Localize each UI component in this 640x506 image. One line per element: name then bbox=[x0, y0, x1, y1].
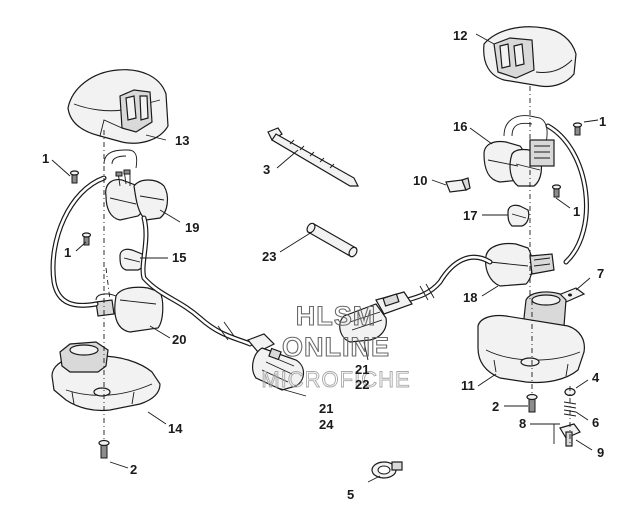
clamp-5 bbox=[371, 461, 403, 479]
switch-assembly-left-lower bbox=[95, 286, 164, 333]
callout-20: 20 bbox=[172, 332, 186, 347]
callout-1: 1 bbox=[42, 151, 49, 166]
callout-6: 6 bbox=[592, 415, 599, 430]
callout-22: 22 bbox=[355, 377, 369, 392]
callout-1: 1 bbox=[573, 204, 580, 219]
callout-15: 15 bbox=[172, 250, 186, 265]
switch-assembly-right-upper bbox=[483, 115, 555, 187]
callout-16: 16 bbox=[453, 119, 467, 134]
block-10 bbox=[445, 177, 471, 193]
leader-lines bbox=[51, 33, 599, 483]
connector-21-22 bbox=[339, 291, 413, 343]
connector-21-24 bbox=[246, 333, 305, 391]
switch-15-left bbox=[119, 248, 145, 271]
screw-2-left bbox=[98, 439, 110, 459]
callout-14: 14 bbox=[168, 421, 183, 436]
centerline-left-2 bbox=[105, 267, 111, 301]
callout-1: 1 bbox=[599, 114, 606, 129]
callout-4: 4 bbox=[592, 370, 600, 385]
callout-2: 2 bbox=[492, 399, 499, 414]
callout-1: 1 bbox=[64, 245, 71, 260]
callout-10: 10 bbox=[413, 173, 427, 188]
callout-9: 9 bbox=[597, 445, 604, 460]
upper-housing-cover-right bbox=[483, 26, 577, 88]
wiring-harness-left bbox=[50, 175, 253, 347]
screw-1-left-a bbox=[69, 170, 80, 184]
screw-1-right-a bbox=[572, 122, 583, 136]
callout-21: 21 bbox=[355, 362, 369, 377]
callout-8: 8 bbox=[519, 416, 526, 431]
watermark-line-2: ONLINE bbox=[282, 332, 390, 362]
callout-3: 3 bbox=[263, 162, 270, 177]
watermark-line-1: HLSM bbox=[296, 301, 377, 331]
switch-assembly-right-lower bbox=[485, 242, 555, 287]
callout-5: 5 bbox=[347, 487, 354, 502]
upper-housing-cover-left bbox=[67, 69, 169, 144]
cable-strap-3 bbox=[267, 127, 359, 187]
watermark-line-3: MICROFICHE bbox=[261, 367, 410, 392]
callout-24: 24 bbox=[319, 417, 334, 432]
switch-17-right bbox=[507, 204, 530, 227]
lower-housing-left bbox=[51, 341, 161, 412]
lower-housing-right bbox=[477, 291, 585, 384]
sleeve-23 bbox=[306, 222, 358, 258]
callout-7: 7 bbox=[597, 266, 604, 281]
callouts: 1 1 1 1 2 2 3 4 5 6 7 8 9 10 11 12 13 14… bbox=[42, 28, 606, 502]
callout-19: 19 bbox=[185, 220, 199, 235]
callout-18: 18 bbox=[463, 290, 477, 305]
callout-13: 13 bbox=[175, 133, 189, 148]
screw-1-left-b bbox=[81, 232, 92, 246]
switch-assembly-left-upper bbox=[103, 149, 169, 221]
callout-23: 23 bbox=[262, 249, 276, 264]
callout-17: 17 bbox=[463, 208, 477, 223]
callout-21: 21 bbox=[319, 401, 333, 416]
screw-1-right-b bbox=[551, 184, 562, 198]
watermark: HLSM ONLINE MICROFICHE bbox=[261, 300, 410, 392]
screw-2-right bbox=[526, 393, 538, 413]
callout-12: 12 bbox=[453, 28, 467, 43]
callout-11: 11 bbox=[461, 378, 475, 393]
wiring-harness-right bbox=[397, 123, 589, 305]
callout-2: 2 bbox=[130, 462, 137, 477]
